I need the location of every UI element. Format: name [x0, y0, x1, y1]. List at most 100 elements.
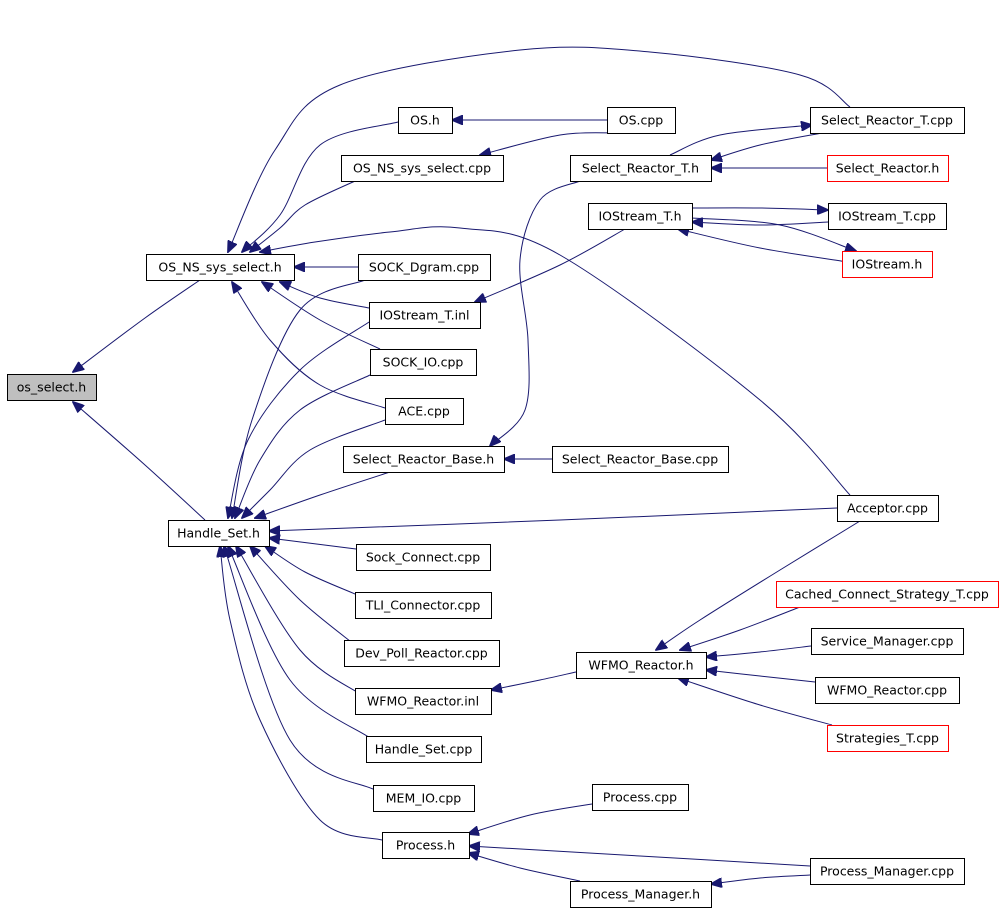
node-box — [344, 640, 500, 667]
node-box — [343, 446, 505, 473]
edge-Process_h-to-Handle_Set_h — [220, 546, 383, 841]
node-wfmo-reactor-cpp[interactable]: WFMO_Reactor.cpp — [815, 677, 960, 704]
node-os-h[interactable]: OS.h — [398, 107, 453, 134]
node-iostream-t-inl[interactable]: IOStream_T.inl — [369, 302, 481, 329]
node-label: os_select.h — [17, 380, 86, 395]
node-label: Select_Reactor.h — [836, 161, 940, 176]
node-iostream-t-cpp[interactable]: IOStream_T.cpp — [828, 203, 947, 230]
node-box — [366, 736, 482, 763]
edge-layer — [73, 46, 861, 884]
node-label: OS_NS_sys_select.h — [158, 260, 281, 275]
node-strategies-t-cpp[interactable]: Strategies_T.cpp — [827, 725, 949, 752]
node-label: Process_Manager.h — [581, 887, 700, 902]
node-sock-connect-cpp[interactable]: Sock_Connect.cpp — [356, 544, 491, 571]
node-handle-set-h[interactable]: Handle_Set.h — [168, 520, 270, 547]
node-label: WFMO_Reactor.cpp — [827, 683, 947, 698]
node-box — [827, 725, 949, 752]
node-label: WFMO_Reactor.h — [588, 658, 693, 673]
node-box — [810, 107, 965, 134]
node-label: IOStream.h — [852, 257, 923, 272]
edge-MEM_IO_cpp-to-Handle_Set_h — [224, 546, 376, 791]
node-handle-set-cpp[interactable]: Handle_Set.cpp — [366, 736, 482, 763]
node-box — [570, 155, 712, 182]
edge-OS_cpp-to-OS_NS_sys_select_cpp — [480, 132, 618, 155]
node-label: Select_Reactor_Base.cpp — [562, 452, 718, 467]
edge-OS_h-to-OS_NS_sys_select_h — [242, 121, 399, 252]
edge-Select_Reactor_Base_h-to-Handle_Set_h — [255, 471, 391, 518]
edge-Process_Manager_h-to-Process_h — [468, 853, 581, 882]
node-box — [355, 688, 492, 715]
edge-ACE_cpp-to-OS_NS_sys_select_h — [232, 282, 386, 409]
edge-TLI_Connector_cpp-to-Handle_Set_h — [265, 546, 356, 595]
node-label: ACE.cpp — [398, 404, 450, 419]
node-cached-connect-strategy-t-cpp[interactable]: Cached_Connect_Strategy_T.cpp — [776, 581, 999, 608]
node-process-manager-cpp[interactable]: Process_Manager.cpp — [810, 858, 965, 885]
node-wfmo-reactor-h[interactable]: WFMO_Reactor.h — [576, 652, 707, 679]
node-wfmo-reactor-inl[interactable]: WFMO_Reactor.inl — [355, 688, 492, 715]
node-iostream-t-h[interactable]: IOStream_T.h — [588, 203, 693, 230]
node-label: Process_Manager.cpp — [820, 864, 954, 879]
node-box — [776, 581, 999, 608]
node-select-reactor-t-h[interactable]: Select_Reactor_T.h — [570, 155, 712, 182]
node-select-reactor-base-h[interactable]: Select_Reactor_Base.h — [343, 446, 505, 473]
edge-IOStream_T_inl-to-Handle_Set_h — [228, 321, 370, 518]
node-service-manager-cpp[interactable]: Service_Manager.cpp — [811, 628, 964, 655]
node-acceptor-cpp[interactable]: Acceptor.cpp — [837, 495, 939, 522]
edge-IOStream_T_h-to-IOStream_T_inl — [475, 228, 626, 302]
node-label: TLI_Connector.cpp — [365, 598, 481, 613]
edge-Select_Reactor_T_cpp-to-Select_Reactor_T_h — [711, 132, 823, 160]
node-os-cpp[interactable]: OS.cpp — [607, 107, 676, 134]
edge-Process_Manager_cpp-to-Process_Manager_h — [711, 874, 811, 884]
node-box — [146, 254, 295, 281]
node-label: OS_NS_sys_select.cpp — [353, 161, 491, 176]
node-label: Cached_Connect_Strategy_T.cpp — [785, 587, 989, 602]
node-os-ns-sys-select-cpp[interactable]: OS_NS_sys_select.cpp — [341, 155, 504, 182]
node-label: Sock_Connect.cpp — [366, 550, 480, 565]
node-label: WFMO_Reactor.inl — [367, 694, 479, 709]
node-label: IOStream_T.cpp — [838, 209, 936, 224]
edge-OS_NS_sys_select_cpp-to-OS_NS_sys_select_h — [250, 180, 356, 252]
edge-IOStream_T_inl-to-OS_NS_sys_select_h — [280, 282, 370, 309]
edge-WFMO_Reactor_h-to-WFMO_Reactor_inl — [491, 671, 577, 690]
edge-Select_Reactor_T_cpp-to-OS_NS_sys_select_h — [228, 46, 851, 252]
node-box — [570, 881, 712, 908]
node-ace-cpp[interactable]: ACE.cpp — [385, 398, 464, 425]
node-label: Handle_Set.h — [177, 526, 260, 541]
edge-IOStream_T_h-to-IOStream_T_cpp — [691, 208, 828, 210]
node-box — [811, 628, 964, 655]
edge-Cached_Connect_Strategy_T_cpp-to-WFMO_Reactor_h — [680, 606, 801, 650]
node-select-reactor-base-cpp[interactable]: Select_Reactor_Base.cpp — [552, 446, 729, 473]
edge-IOStream_T_cpp-to-IOStream_T_h — [692, 222, 829, 225]
edge-Dev_Poll_Reactor_cpp-to-Handle_Set_h — [250, 546, 356, 646]
node-process-h[interactable]: Process.h — [382, 832, 470, 859]
edge-Acceptor_cpp-to-OS_NS_sys_select_h — [260, 226, 851, 496]
node-box — [827, 155, 949, 182]
node-box — [828, 203, 947, 230]
node-label: Dev_Poll_Reactor.cpp — [355, 646, 488, 661]
node-iostream-h[interactable]: IOStream.h — [842, 251, 933, 278]
node-process-manager-h[interactable]: Process_Manager.h — [570, 881, 712, 908]
node-process-cpp[interactable]: Process.cpp — [592, 784, 689, 811]
edge-Sock_Connect_cpp-to-Handle_Set_h — [269, 538, 357, 550]
edge-Acceptor_cpp-to-WFMO_Reactor_h — [656, 520, 861, 650]
node-mem-io-cpp[interactable]: MEM_IO.cpp — [373, 785, 475, 812]
node-sock-dgram-cpp[interactable]: SOCK_Dgram.cpp — [358, 254, 491, 281]
node-label: Service_Manager.cpp — [821, 634, 954, 649]
node-select-reactor-h[interactable]: Select_Reactor.h — [827, 155, 949, 182]
node-box — [385, 398, 464, 425]
node-tli-connector-cpp[interactable]: TLI_Connector.cpp — [355, 592, 492, 619]
node-box — [382, 832, 470, 859]
edge-IOStream_h-to-IOStream_T_h — [678, 229, 849, 263]
edge-WFMO_Reactor_inl-to-Handle_Set_h — [236, 546, 361, 695]
node-box — [355, 592, 492, 619]
node-os-ns-sys-select-h[interactable]: OS_NS_sys_select.h — [146, 254, 295, 281]
node-box — [815, 677, 960, 704]
node-box — [7, 374, 97, 401]
node-box — [810, 858, 965, 885]
node-label: Acceptor.cpp — [847, 501, 928, 516]
node-label: Select_Reactor_Base.h — [353, 452, 494, 467]
node-dev-poll-reactor-cpp[interactable]: Dev_Poll_Reactor.cpp — [344, 640, 500, 667]
node-sock-io-cpp[interactable]: SOCK_IO.cpp — [370, 349, 477, 376]
node-select-reactor-t-cpp[interactable]: Select_Reactor_T.cpp — [810, 107, 965, 134]
